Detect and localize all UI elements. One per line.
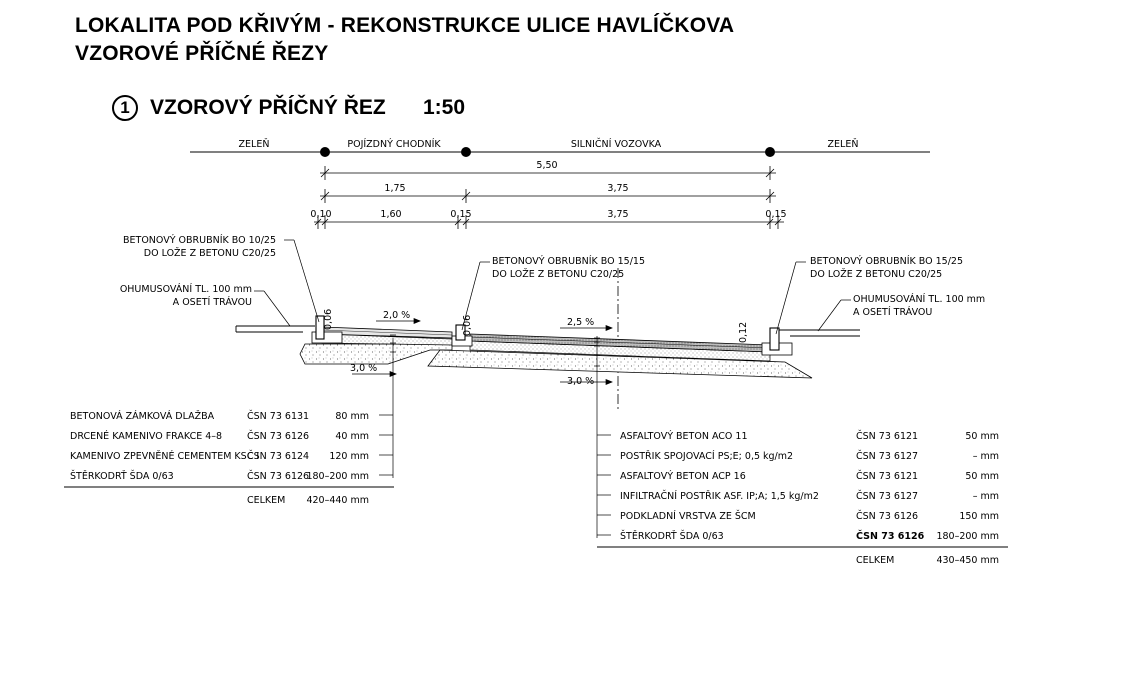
sw-layer-thickness: 120 mm bbox=[329, 451, 369, 462]
zone-label-roadway: SILNIČNÍ VOZOVKA bbox=[571, 138, 662, 150]
road-layer-name: ASFALTOVÝ BETON ACP 16 bbox=[620, 470, 746, 482]
zone-line: ZELEŇ POJÍZDNÝ CHODNÍK SILNIČNÍ VOZOVKA … bbox=[190, 138, 930, 157]
callout-curb-right-line2: DO LOŽE Z BETONU C20/25 bbox=[810, 268, 942, 280]
dim-total: 5,50 bbox=[536, 160, 557, 171]
sw-layer-norm: ČSN 73 6124 bbox=[247, 450, 309, 462]
callout-topsoil-left-line1: OHUMUSOVÁNÍ TL. 100 mm bbox=[120, 283, 252, 295]
road-layer-thickness: 50 mm bbox=[965, 431, 999, 442]
road-subbase-gravel bbox=[427, 349, 813, 379]
slope-sidewalk-base: 3,0 % bbox=[350, 363, 377, 374]
zone-label-sidewalk: POJÍZDNÝ CHODNÍK bbox=[347, 138, 441, 150]
dim-sidewalk: 1,75 bbox=[384, 183, 405, 194]
road-layer-name: ASFALTOVÝ BETON ACO 11 bbox=[620, 430, 748, 442]
section-scale: 1:50 bbox=[423, 96, 466, 119]
sw-total-value: 420–440 mm bbox=[306, 495, 369, 506]
section-title: VZOROVÝ PŘÍČNÝ ŘEZ bbox=[150, 96, 386, 119]
road-layer-norm: ČSN 73 6126 bbox=[856, 530, 925, 542]
curb-mid bbox=[455, 324, 466, 341]
road-layer-name: PODKLADNÍ VRSTVA ZE ŠCM bbox=[620, 510, 756, 522]
sw-layer-name: ŠTĚRKODRŤ ŠDA 0/63 bbox=[70, 470, 174, 482]
dim-curb-mid: 0,15 bbox=[450, 209, 471, 220]
road-total-value: 430–450 mm bbox=[936, 555, 999, 566]
sidewalk-layer-table: BETONOVÁ ZÁMKOVÁ DLAŽBA ČSN 73 6131 80 m… bbox=[70, 410, 369, 506]
height-curb-mid: 0,06 bbox=[462, 315, 473, 336]
dim-roadway: 3,75 bbox=[607, 183, 628, 194]
cross-section bbox=[235, 315, 860, 379]
dim-road-inner: 3,75 bbox=[607, 209, 628, 220]
callout-curb-mid-line1: BETONOVÝ OBRUBNÍK BO 15/15 bbox=[492, 255, 645, 267]
road-layer-name: POSTŘIK SPOJOVACÍ PS;E; 0,5 kg/m2 bbox=[620, 450, 793, 462]
slope-sidewalk-surface: 2,0 % bbox=[383, 310, 410, 321]
sw-layer-thickness: 40 mm bbox=[335, 431, 369, 442]
callout-topsoil-left-line2: A OSETÍ TRÁVOU bbox=[173, 296, 252, 308]
callout-leaders bbox=[254, 239, 851, 335]
road-layer-name: INFILTRAČNÍ POSTŘIK ASF. IP;A; 1,5 kg/m2 bbox=[620, 490, 819, 502]
callout-topsoil-right-line2: A OSETÍ TRÁVOU bbox=[853, 306, 932, 318]
road-layer-norm: ČSN 73 6121 bbox=[856, 430, 918, 442]
callout-curb-left-line2: DO LOŽE Z BETONU C20/25 bbox=[144, 247, 276, 259]
callout-curb-right-line1: BETONOVÝ OBRUBNÍK BO 15/25 bbox=[810, 255, 963, 267]
road-layer-table: ASFALTOVÝ BETON ACO 11 ČSN 73 6121 50 mm… bbox=[620, 430, 999, 566]
callout-topsoil-right-line1: OHUMUSOVÁNÍ TL. 100 mm bbox=[853, 293, 985, 305]
sw-layer-thickness: 80 mm bbox=[335, 411, 369, 422]
dim-curb-right: 0,15 bbox=[765, 209, 786, 220]
zone-label-left-green: ZELEŇ bbox=[239, 139, 270, 150]
section-number-badge: 1 bbox=[112, 95, 138, 121]
road-layer-thickness: – mm bbox=[973, 451, 999, 462]
sw-layer-name: BETONOVÁ ZÁMKOVÁ DLAŽBA bbox=[70, 410, 215, 422]
dim-curb-left: 0,10 bbox=[310, 209, 331, 220]
road-layer-thickness: 180–200 mm bbox=[936, 531, 999, 542]
road-layer-thickness: 150 mm bbox=[959, 511, 999, 522]
sidewalk-layer-leaders bbox=[64, 334, 396, 488]
callout-curb-mid-line2: DO LOŽE Z BETONU C20/25 bbox=[492, 268, 624, 280]
sidewalk-subbase-gravel bbox=[299, 343, 453, 365]
sw-layer-name: DRCENÉ KAMENIVO FRAKCE 4–8 bbox=[70, 430, 222, 442]
drawing-subtitle: VZOROVÉ PŘÍČNÉ ŘEZY bbox=[75, 42, 329, 65]
slope-road-base: 3,0 % bbox=[567, 376, 594, 387]
road-layer-norm: ČSN 73 6127 bbox=[856, 450, 918, 462]
road-layer-norm: ČSN 73 6121 bbox=[856, 470, 918, 482]
road-layer-norm: ČSN 73 6126 bbox=[856, 510, 918, 522]
curb-left bbox=[315, 315, 325, 340]
sw-layer-thickness: 180–200 mm bbox=[306, 471, 369, 482]
sw-layer-norm: ČSN 73 6126 bbox=[247, 430, 309, 442]
zone-marker-dot bbox=[320, 147, 330, 157]
dimension-lines bbox=[314, 166, 784, 229]
zone-label-right-green: ZELEŇ bbox=[828, 139, 859, 150]
road-layer-thickness: – mm bbox=[973, 491, 999, 502]
zone-marker-dot bbox=[765, 147, 775, 157]
curb-right bbox=[769, 327, 780, 351]
sw-layer-name: KAMENIVO ZPEVNĚNÉ CEMENTEM KSC I bbox=[70, 450, 259, 462]
road-total-label: CELKEM bbox=[856, 555, 894, 566]
road-layer-thickness: 50 mm bbox=[965, 471, 999, 482]
sw-layer-norm: ČSN 73 6131 bbox=[247, 410, 309, 422]
curb-left-bedding bbox=[311, 331, 343, 344]
height-curb-right: 0,12 bbox=[738, 322, 749, 343]
slope-road-surface: 2,5 % bbox=[567, 317, 594, 328]
road-layer-norm: ČSN 73 6127 bbox=[856, 490, 918, 502]
height-curb-left: 0,06 bbox=[323, 309, 334, 330]
road-layer-name: ŠTĚRKODRŤ ŠDA 0/63 bbox=[620, 530, 724, 542]
drawing-title: LOKALITA POD KŘIVÝM - REKONSTRUKCE ULICE… bbox=[75, 14, 735, 37]
sw-total-label: CELKEM bbox=[247, 495, 285, 506]
callout-curb-left-line1: BETONOVÝ OBRUBNÍK BO 10/25 bbox=[123, 234, 276, 246]
dim-pavers: 1,60 bbox=[380, 209, 401, 220]
zone-marker-dot bbox=[461, 147, 471, 157]
sw-layer-norm: ČSN 73 6126 bbox=[247, 470, 309, 482]
road-layer-leaders bbox=[594, 336, 1008, 548]
